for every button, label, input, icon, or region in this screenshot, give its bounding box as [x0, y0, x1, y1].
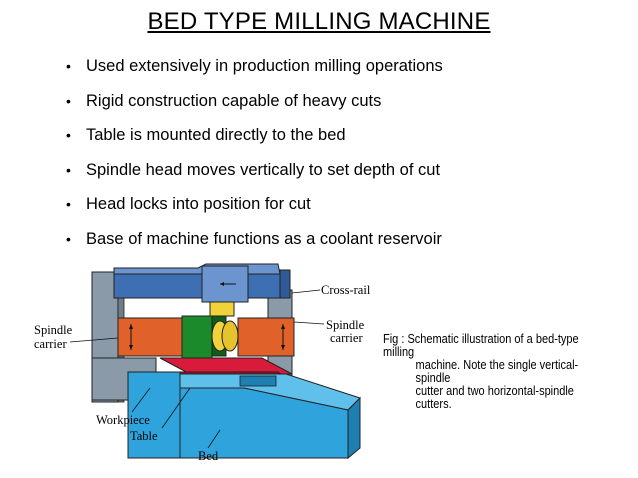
caption-line-3: cutter and two horizontal-spindle cutter…	[415, 384, 574, 411]
label-table: Table	[130, 429, 158, 443]
bullet-item: • Spindle head moves vertically to set de…	[66, 160, 443, 195]
label-spindle-carrier-left-2: carrier	[34, 337, 67, 351]
label-bed: Bed	[198, 449, 219, 463]
slide-title: BED TYPE MILLING MACHINE	[147, 8, 491, 35]
caption-line-2: machine. Note the single vertical-spindl…	[415, 358, 579, 385]
machine-bed	[127, 371, 361, 460]
bullet-item: • Head locks into position for cut	[66, 194, 443, 229]
bullet-item: • Table is mounted directly to the bed	[66, 125, 443, 160]
bullet-item: • Base of machine functions as a coolant …	[66, 229, 443, 264]
bullet-icon: •	[66, 230, 71, 247]
bullet-item: • Used extensively in production milling …	[66, 56, 443, 91]
leader-lines	[69, 289, 325, 449]
bullet-text: Used extensively in production milling o…	[86, 57, 443, 75]
bullet-icon: •	[66, 161, 71, 178]
bullet-icon: •	[66, 58, 71, 74]
bullet-text: Rigid construction capable of heavy cuts	[86, 91, 382, 110]
caption-line-1: Fig : Schematic illustration of a bed-ty…	[383, 332, 579, 359]
bullet-text: Spindle head moves vertically to set dep…	[86, 160, 441, 179]
bullet-icon: •	[66, 92, 71, 109]
bullet-icon: •	[66, 196, 71, 213]
bullet-text: Table is mounted directly to the bed	[86, 126, 346, 145]
cross-rail	[113, 263, 291, 303]
bullet-list: • Used extensively in production milling …	[66, 56, 443, 264]
left-spindle-carrier	[117, 317, 183, 357]
label-spindle-carrier-right-2: carrier	[330, 331, 363, 345]
bullet-text: Head locks into position for cut	[86, 195, 311, 214]
figure-caption: Fig : Schematic illustration of a bed-ty…	[383, 333, 603, 411]
milling-machine-diagram: Cross-rail Spindle carrier Spindle carri…	[34, 263, 371, 463]
vertical-spindle-head	[209, 301, 235, 317]
label-workpiece: Workpiece	[96, 413, 150, 427]
label-cross-rail: Cross-rail	[321, 283, 371, 297]
label-spindle-carrier-right: Spindle	[326, 318, 365, 332]
bullet-text: Base of machine functions as a coolant r…	[86, 229, 442, 248]
horizontal-cutters	[211, 320, 239, 352]
label-spindle-carrier-left: Spindle	[34, 323, 73, 337]
right-spindle-carrier	[237, 317, 295, 357]
bullet-icon: •	[66, 127, 71, 144]
bullet-item: • Rigid construction capable of heavy cut…	[66, 91, 443, 126]
